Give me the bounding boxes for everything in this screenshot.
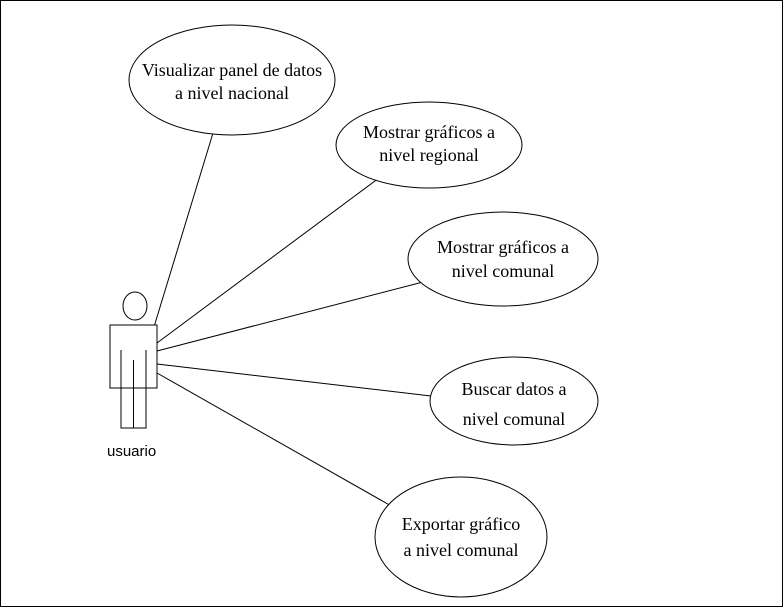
use-case-exportar-grafico: Exportar gráfico a nivel comunal: [374, 476, 548, 598]
use-case-label-line1: Visualizar panel de datos: [142, 60, 322, 80]
use-case-buscar-datos: Buscar datos a nivel comunal: [429, 356, 599, 446]
use-case-label-line1: Mostrar gráficos a: [437, 237, 569, 257]
use-case-ellipse: [374, 476, 548, 598]
use-case-label-line2: nivel comunal: [463, 409, 565, 429]
use-case-label-line2: nivel comunal: [452, 261, 554, 281]
actor-usuario: usuario: [107, 291, 158, 460]
actor-head: [122, 291, 148, 321]
association-line-uc4: [156, 363, 432, 397]
use-case-label-line2: a nivel comunal: [404, 540, 519, 560]
use-case-ellipse: [429, 356, 599, 446]
use-case-label-line1: Mostrar gráficos a: [363, 122, 495, 142]
actor-label: usuario: [107, 443, 156, 460]
use-case-visualizar-panel: Visualizar panel de datos a nivel nacion…: [128, 24, 336, 136]
use-case-label-line2: a nivel nacional: [175, 83, 289, 103]
use-case-mostrar-comunal: Mostrar gráficos a nivel comunal: [407, 211, 599, 307]
use-case-label-line2: nivel regional: [379, 145, 478, 165]
use-case-ellipse: [407, 211, 599, 307]
use-case-ellipse: [335, 101, 523, 189]
use-case-ellipse: [128, 24, 336, 136]
association-line-uc1: [149, 132, 214, 341]
association-line-uc5: [156, 372, 394, 508]
use-case-label-line1: Exportar gráfico: [402, 514, 520, 534]
use-case-label-line1: Buscar datos a: [462, 379, 567, 399]
person-icon: [109, 291, 158, 429]
association-line-uc3: [156, 281, 424, 352]
use-case-mostrar-regional: Mostrar gráficos a nivel regional: [335, 101, 523, 189]
association-line-uc2: [156, 171, 388, 344]
